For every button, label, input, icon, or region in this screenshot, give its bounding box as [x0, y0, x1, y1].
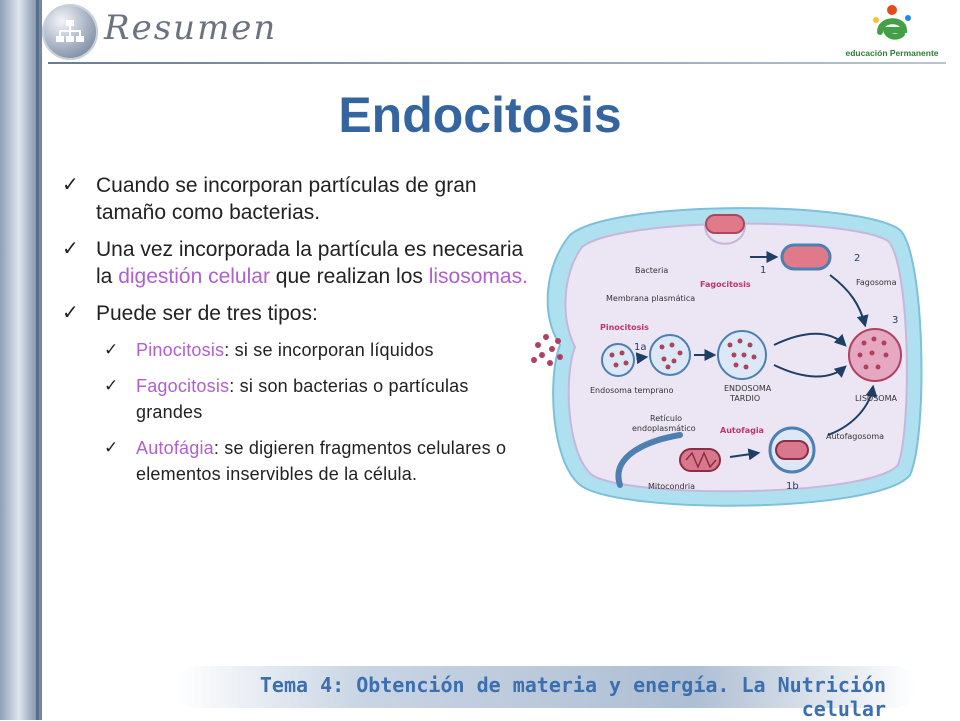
- arrow: [729, 448, 761, 461]
- footer-bar: [176, 666, 916, 708]
- bullet-item: ✓ Puede ser de tres tipos:: [58, 300, 528, 327]
- educacion-permanente-logo-icon: [873, 5, 911, 40]
- sub-bullet-item: ✓ Autofágia: se digieren fragmentos celu…: [58, 435, 528, 487]
- label-step-3: 3: [892, 315, 898, 326]
- label-step-1: 1: [760, 265, 766, 276]
- vesicle-particles: [659, 342, 683, 370]
- label-pinocitosis: Pinocitosis: [600, 323, 649, 332]
- label-endosoma-tardio-2: TARDIO: [729, 394, 760, 403]
- label-endosoma-temprano: Endosoma temprano: [590, 386, 674, 395]
- phagosome-shape: [780, 243, 832, 271]
- pinocytosis-particles: [531, 334, 563, 366]
- content-list: ✓ Cuando se incorporan partículas de gra…: [58, 172, 528, 497]
- bullet-text: Una vez incorporada la partícula es nece…: [96, 238, 524, 288]
- checkmark-icon: ✓: [104, 438, 119, 457]
- label-step-2: 2: [854, 253, 860, 264]
- lysosome-particles: [857, 336, 889, 370]
- label-step-1b: 1b: [786, 481, 799, 492]
- arrow: [773, 364, 847, 378]
- bacteria-shape: [705, 214, 745, 234]
- late-endosome-particles: [727, 338, 757, 370]
- early-endosome-shape: [601, 343, 635, 377]
- label-endosoma-tardio-1: ENDOSOMA: [724, 384, 772, 393]
- label-autofagosoma: Autofagosoma: [826, 432, 884, 441]
- label-lisosoma: LISOSOMA: [855, 394, 897, 403]
- left-decorative-border: [0, 0, 42, 720]
- bullet-text: Cuando se incorporan partículas de gran …: [96, 174, 477, 224]
- sub-bullet-item: ✓ Fagocitosis: si son bacterias o partíc…: [58, 373, 528, 425]
- arrow: [635, 352, 649, 365]
- sub-bullet-term: Autofágia: [136, 438, 214, 458]
- brand-text: educación Permanente: [845, 48, 939, 58]
- label-fagosoma: Fagosoma: [856, 278, 897, 287]
- slide-title: Endocitosis: [338, 87, 622, 143]
- brand-logo: educación Permanente: [836, 4, 948, 62]
- mitochondrion-cristae: [685, 451, 717, 469]
- checkmark-icon: ✓: [62, 238, 79, 260]
- org-chart-logo-icon: [42, 4, 98, 60]
- sub-bullet-term: Fagocitosis: [136, 376, 230, 396]
- checkmark-icon: ✓: [62, 302, 79, 324]
- sub-bullet-text: : se digieren fragmentos celulares o ele…: [136, 438, 507, 484]
- header-divider: [48, 62, 946, 64]
- label-fagocitosis: Fagocitosis: [700, 280, 751, 289]
- arrow: [773, 332, 847, 347]
- endoplasmic-reticulum-shape: [615, 432, 683, 488]
- label-bacteria: Bacteria: [635, 266, 668, 275]
- label-reticulo-2: endoplasmático: [632, 424, 696, 433]
- sub-bullet-text: : si son bacterias o partículas grandes: [136, 376, 469, 422]
- arrow: [827, 384, 878, 436]
- label-step-1a: 1a: [634, 342, 647, 353]
- autophagosome-mitochondrion: [775, 440, 809, 460]
- bullet-text: que realizan los: [269, 265, 429, 288]
- bullet-text: Puede ser de tres tipos:: [96, 302, 318, 325]
- label-reticulo-1: Retículo: [650, 414, 682, 423]
- bullet-item: ✓ Cuando se incorporan partículas de gra…: [58, 172, 528, 226]
- checkmark-icon: ✓: [104, 376, 119, 395]
- label-mitocondria: Mitocondria: [648, 482, 695, 491]
- vesicle-shape: [649, 334, 691, 376]
- bullet-item: ✓ Una vez incorporada la partícula es ne…: [58, 236, 528, 290]
- sub-bullet-text: : si se incorporan líquidos: [224, 340, 434, 360]
- footer-text: Tema 4: Obtención de materia y energía. …: [259, 673, 886, 721]
- label-membrana: Membrana plasmática: [606, 294, 695, 303]
- highlight-term: digestión celular: [118, 265, 270, 288]
- sub-bullet-item: ✓ Pinocitosis: si se incorporan líquidos: [58, 337, 528, 363]
- early-endosome-particles: [609, 350, 629, 368]
- sub-bullet-term: Pinocitosis: [136, 340, 225, 360]
- label-autofagia: Autofagia: [720, 426, 764, 435]
- endocytosis-diagram: Bacteria Membrana plasmática Fagosoma En…: [531, 207, 923, 507]
- header-title: Resumen: [104, 8, 278, 48]
- checkmark-icon: ✓: [104, 340, 119, 359]
- arrow: [829, 274, 869, 328]
- highlight-term: lisosomas.: [428, 265, 528, 288]
- checkmark-icon: ✓: [62, 174, 79, 196]
